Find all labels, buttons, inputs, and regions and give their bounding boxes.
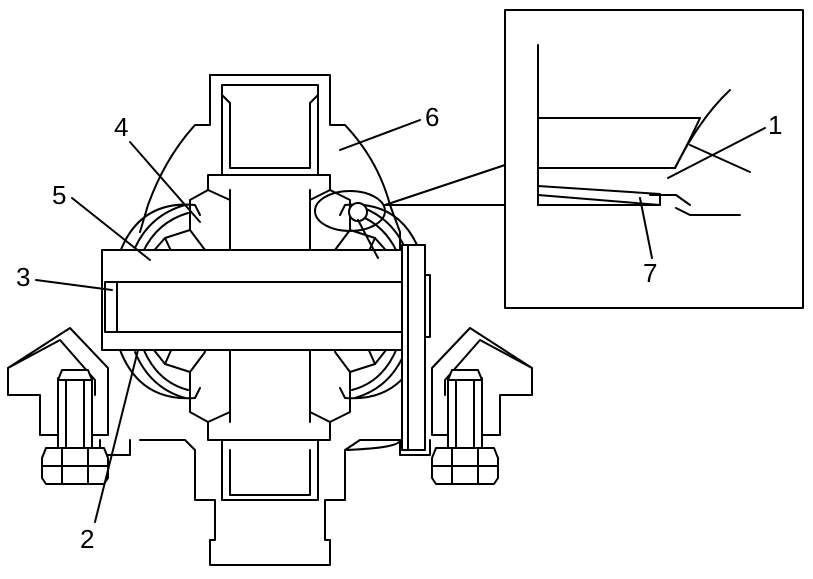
upper-side-gear: [189, 84, 351, 266]
leader-lines: [35, 119, 766, 523]
callout-2: 2: [80, 524, 94, 554]
callout-4: 4: [114, 112, 128, 142]
lower-side-gear: [189, 344, 351, 501]
lock-pin-plate: [348, 202, 426, 451]
callout-5: 5: [52, 180, 66, 210]
callout-3: 3: [16, 262, 30, 292]
callout-labels: 1 2 3 4 5 6 7: [16, 102, 782, 554]
thrust-washers: [119, 203, 421, 400]
callout-7: 7: [643, 258, 657, 288]
detail-callout-ellipse: [314, 164, 506, 232]
detail-inset: [504, 9, 804, 309]
callout-6: 6: [425, 102, 439, 132]
callout-1: 1: [768, 110, 782, 140]
left-bolt-assembly: [7, 327, 109, 485]
right-bolt-assembly: [431, 327, 533, 485]
pinion-shaft: [101, 249, 431, 351]
